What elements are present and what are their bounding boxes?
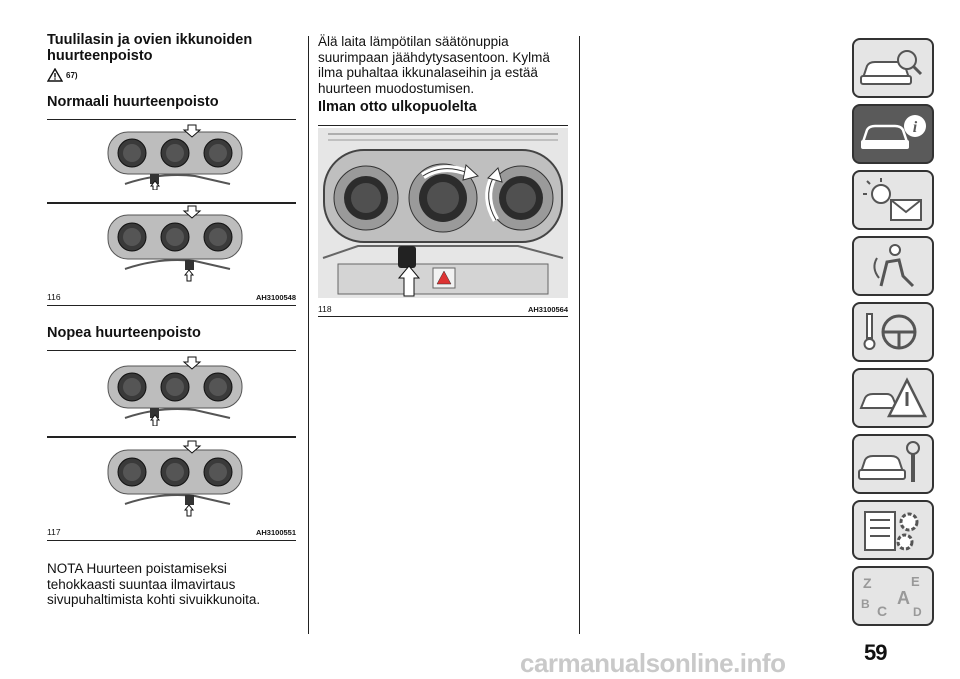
car-crash-warning-icon (859, 377, 928, 418)
text-line: Älä laita lämpötilan säätönuppia (318, 34, 509, 49)
figure-code: AH3100551 (255, 527, 296, 537)
car-info-icon: i (861, 115, 926, 149)
divider (47, 350, 296, 351)
watermark: carmanualsonline.info (520, 648, 786, 678)
text-line: huurteen muodostumisen. (318, 80, 475, 96)
note-paragraph: NOTA Huurteen poistamiseksi tehokkaasti … (47, 561, 302, 608)
warning-triangle-icon (47, 68, 63, 82)
specs-gear-icon (864, 511, 919, 551)
tab-technical-data[interactable] (852, 500, 934, 560)
figure-116-caption: 116 AH3100548 (47, 292, 296, 302)
svg-text:D: D (913, 605, 922, 619)
divider (47, 119, 296, 120)
tab-knowing-dashboard[interactable]: i (852, 104, 934, 164)
tab-maintenance[interactable] (852, 434, 934, 494)
svg-text:A: A (897, 588, 910, 608)
car-search-icon (860, 50, 923, 85)
text-line: suurimpaan jäähdytysasentoon. Kylmä (318, 49, 550, 65)
tab-safety[interactable] (852, 236, 934, 296)
alphabet-index-icon: Z E B A C D (861, 574, 922, 619)
figure-117-caption: 117 AH3100551 (47, 527, 296, 537)
note-line: tehokkaasti suuntaa ilmavirtaus (47, 576, 236, 592)
figure-number: 118 (318, 304, 332, 314)
section-outside-air: Ilman otto ulkopuolelta (318, 99, 477, 115)
warning-light-mail-icon (863, 178, 922, 221)
car-wrench-icon (858, 441, 920, 482)
main-heading: Tuulilasin ja ovien ikkunoiden huurteenp… (47, 32, 302, 64)
main-heading-line2: huurteenpoisto (47, 48, 153, 64)
tab-starting-driving[interactable] (852, 302, 934, 362)
section-normal-defrost: Normaali huurteenpoisto (47, 94, 219, 110)
divider (47, 202, 296, 204)
note-line: NOTA Huurteen poistamiseksi (47, 561, 227, 576)
figure-117-panel-b (107, 440, 243, 517)
svg-text:E: E (911, 574, 920, 589)
figure-116-panel-a (107, 124, 243, 190)
section-quick-defrost: Nopea huurteenpoisto (47, 325, 201, 341)
figure-117-panel-a (107, 356, 243, 426)
tab-index[interactable]: Z E B A C D (852, 566, 934, 626)
tab-warning-lights[interactable] (852, 170, 934, 230)
divider (47, 540, 296, 541)
text-line: ilma puhaltaa ikkunalaseihin ja estää (318, 65, 538, 80)
main-heading-line1: Tuulilasin ja ovien ikkunoiden (47, 32, 253, 48)
middle-paragraph: Älä laita lämpötilan säätönuppia suurimp… (318, 34, 576, 96)
figure-118-caption: 118 AH3100564 (318, 304, 568, 314)
divider (47, 305, 296, 306)
note-line: sivupuhaltimista kohti sivuikkunoita. (47, 592, 261, 607)
svg-text:C: C (877, 603, 887, 619)
airbag-seat-icon (873, 244, 915, 288)
column-divider (308, 36, 309, 634)
warning-ref-number: 67) (66, 70, 78, 80)
column-divider (579, 36, 580, 634)
steering-wheel-key-icon (863, 313, 917, 350)
divider (318, 125, 568, 126)
figure-116-panel-b (107, 205, 243, 282)
svg-text:i: i (913, 119, 918, 136)
figure-code: AH3100548 (255, 292, 296, 302)
divider (318, 316, 568, 317)
figure-118-climate-panel (318, 128, 568, 298)
divider (47, 436, 296, 438)
figure-number: 117 (47, 527, 61, 537)
figure-code: AH3100564 (527, 304, 568, 314)
warning-reference: 67) (47, 68, 78, 82)
svg-text:Z: Z (863, 575, 872, 591)
figure-number: 116 (47, 292, 61, 302)
svg-text:B: B (861, 597, 870, 611)
tab-emergency[interactable] (852, 368, 934, 428)
page-number: 59 (864, 640, 888, 665)
tab-getting-to-know[interactable] (852, 38, 934, 98)
